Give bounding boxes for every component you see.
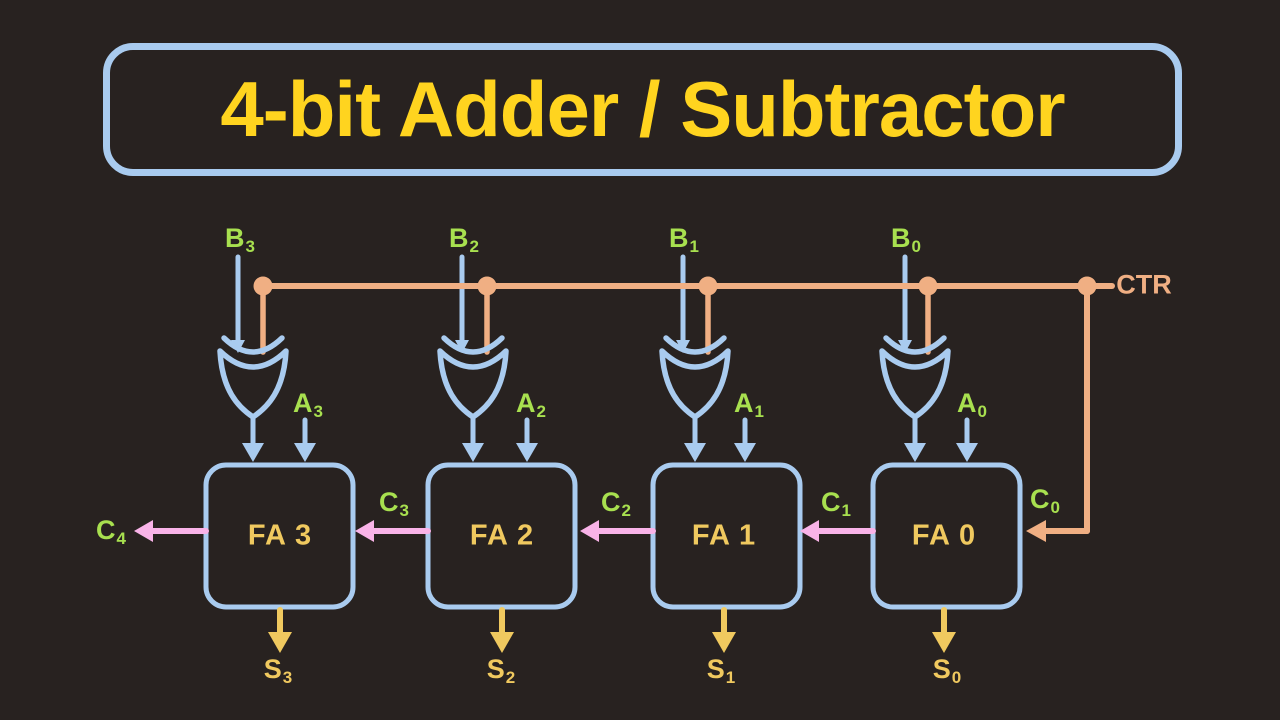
label-s1-base: S [706,654,725,684]
label-c1-base: C [821,487,841,517]
label-a3: A3 [293,388,323,421]
label-s0: S0 [932,654,962,687]
label-a0: A0 [957,388,987,421]
input-wire-b3 [231,254,245,353]
label-b0-base: B [891,223,911,253]
label-b1: B1 [669,223,699,256]
label-c0-base: C [1030,484,1050,514]
input-wire-b2 [455,254,469,353]
sum-arrow-s2 [490,607,514,653]
fa-box-1 [650,462,803,610]
xor-gate-bit3 [217,335,289,420]
label-c1-sub: 1 [841,501,851,520]
label-c4: C4 [96,515,126,548]
label-c4-base: C [96,515,116,545]
ctr-bus [253,276,1115,542]
label-ctr: CTR [1116,269,1172,300]
label-s3: S3 [263,654,293,687]
label-c0: C0 [1030,484,1060,517]
arrowhead-b0 [898,340,912,353]
label-s0-sub: 0 [951,668,962,687]
xor-output-arrow-bit3 [242,414,264,462]
input-arrow-a0 [956,417,978,462]
label-b3-base: B [225,223,245,253]
carry-arrow-c4 [134,520,209,542]
xor-gate-bit1 [659,335,731,420]
label-s1-sub: 1 [725,668,736,687]
carry-arrow-c2 [580,520,656,542]
ctr-junction-dot-b2 [477,276,497,296]
ctr-junction-dot-right [1077,276,1097,296]
label-fa1: FA 1 [691,519,757,552]
input-arrow-a3 [294,417,316,462]
fa-box-0 [870,462,1023,610]
label-s3-base: S [263,654,282,684]
ctr-junction-dot-b3 [253,276,273,296]
label-s0-base: S [932,654,951,684]
arrowhead-b1 [676,340,690,353]
label-b3: B3 [225,223,255,256]
label-fa0: FA 0 [911,519,977,552]
input-arrow-a1 [734,417,756,462]
label-b1-sub: 1 [689,237,699,256]
label-b2-base: B [449,223,469,253]
input-arrow-a2 [516,417,538,462]
input-wire-b0 [898,254,912,353]
ctr-junction-dot-b1 [698,276,718,296]
label-s2-sub: 2 [505,668,516,687]
label-a1-sub: 1 [754,402,764,421]
label-c2-base: C [601,487,621,517]
label-fa2: FA 2 [469,519,535,552]
xor-output-arrow-bit1 [684,414,706,462]
label-a2-base: A [516,388,536,418]
fa-box-2 [425,462,578,610]
sum-arrow-s1 [712,607,736,653]
input-wire-b1 [676,254,690,353]
label-s3-sub: 3 [282,668,293,687]
label-b3-sub: 3 [245,237,255,256]
label-fa3: FA 3 [247,519,313,552]
label-c3: C3 [379,487,409,520]
label-c3-sub: 3 [399,501,409,520]
label-c1: C1 [821,487,851,520]
label-a1-base: A [734,388,754,418]
sum-arrow-s0 [932,607,956,653]
ctr-junction-dot-b0 [918,276,938,296]
xor-output-arrow-bit2 [462,414,484,462]
label-a0-base: A [957,388,977,418]
label-b2-sub: 2 [469,237,479,256]
label-a3-sub: 3 [313,402,323,421]
label-a0-sub: 0 [977,402,987,421]
arrowhead-c0 [1026,520,1046,542]
label-b0: B0 [891,223,921,256]
fa-box-3 [203,462,356,610]
label-c2: C2 [601,487,631,520]
label-a1: A1 [734,388,764,421]
label-c0-sub: 0 [1050,498,1060,517]
page-title: 4-bit Adder / Subtractor [220,65,1065,153]
xor-output-arrow-bit0 [904,414,926,462]
title-box: 4-bit Adder / Subtractor [103,43,1182,176]
label-b0-sub: 0 [911,237,921,256]
label-s2: S2 [486,654,516,687]
carry-arrow-c1 [800,520,876,542]
carry-arrow-c3 [355,520,431,542]
label-c3-base: C [379,487,399,517]
label-s1: S1 [706,654,736,687]
label-c2-sub: 2 [621,501,631,520]
label-b2: B2 [449,223,479,256]
xor-gate-bit0 [879,335,951,420]
label-a2: A2 [516,388,546,421]
arrowhead-b2 [455,340,469,353]
label-a3-base: A [293,388,313,418]
sum-arrow-s3 [268,607,292,653]
xor-gate-bit2 [437,335,509,420]
label-c4-sub: 4 [116,529,126,548]
label-a2-sub: 2 [536,402,546,421]
label-b1-base: B [669,223,689,253]
label-s2-base: S [486,654,505,684]
